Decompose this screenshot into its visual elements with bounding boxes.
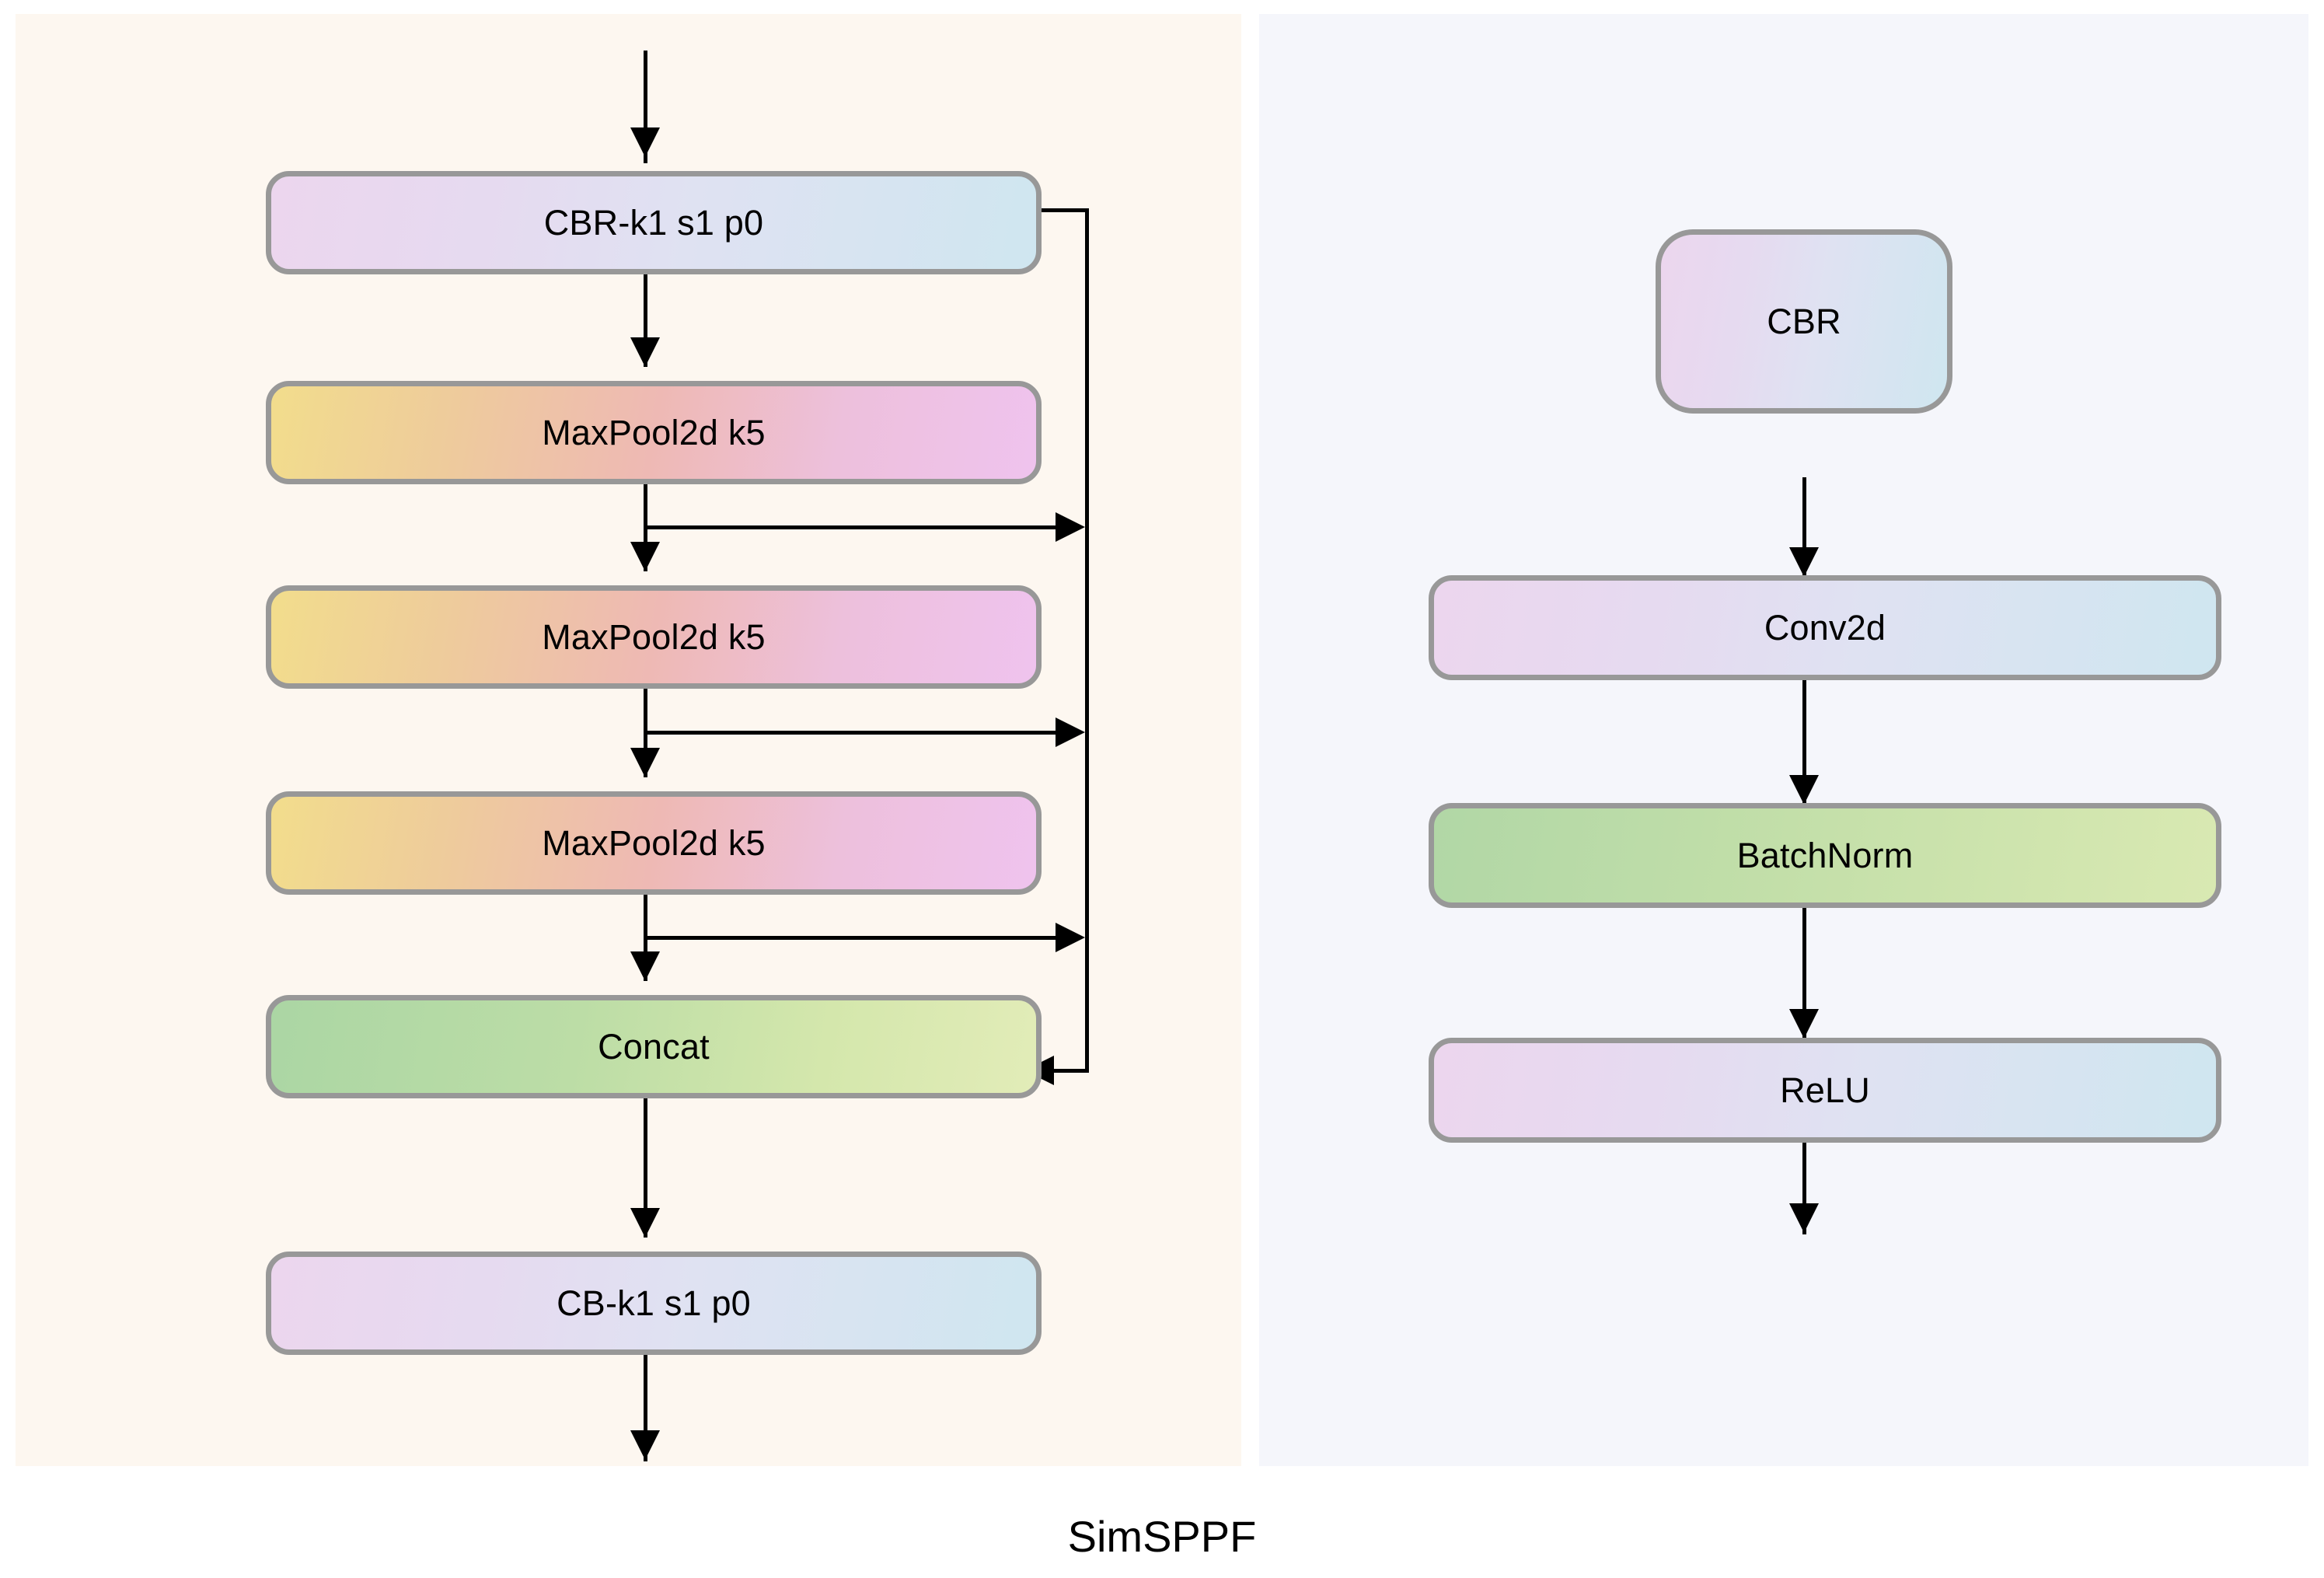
node-maxpool2d-1[interactable]: MaxPool2d k5 [266, 381, 1042, 484]
arrowhead-maxpool1-to-bus [1056, 512, 1085, 542]
figure-caption: SimSPPF [1067, 1512, 1257, 1561]
arrowhead-maxpool3-to-concat [630, 951, 660, 981]
node-relu-label: ReLU [1780, 1070, 1870, 1110]
arrowhead-input-to-cbr-k1 [630, 127, 660, 157]
simsppf-panel: CBR-k1 s1 p0 MaxPool2d k5 MaxPool2d k5 M… [16, 14, 1241, 1466]
node-cbr-label: CBR [1767, 302, 1841, 341]
edge-maxpool2-to-bus [644, 731, 1056, 735]
arrowhead-cbr-to-conv2d [1789, 547, 1819, 577]
edge-conv2d-to-batchnorm [1802, 680, 1806, 805]
edge-cbr-to-conv2d [1802, 477, 1806, 577]
edge-batchnorm-to-relu [1802, 908, 1806, 1039]
node-cb-k1[interactable]: CB-k1 s1 p0 [266, 1252, 1042, 1355]
node-conv2d[interactable]: Conv2d [1429, 575, 2221, 680]
edge-maxpool1-to-maxpool2 [644, 470, 647, 571]
edge-relu-to-output [1802, 1143, 1806, 1234]
arrowhead-maxpool2-to-maxpool3 [630, 748, 660, 777]
node-maxpool2d-3-label: MaxPool2d k5 [542, 823, 766, 863]
cbr-detail-panel: CBR Conv2d BatchNorm ReLU [1259, 14, 2308, 1466]
node-cb-k1-label: CB-k1 s1 p0 [557, 1283, 751, 1323]
node-batchnorm-label: BatchNorm [1736, 836, 1914, 875]
node-batchnorm[interactable]: BatchNorm [1429, 803, 2221, 908]
arrowhead-cb-k1-to-output [630, 1430, 660, 1460]
skip-bus-trunk [1085, 208, 1089, 1071]
node-maxpool2d-2-label: MaxPool2d k5 [542, 617, 766, 657]
node-concat[interactable]: Concat [266, 995, 1042, 1098]
node-maxpool2d-3[interactable]: MaxPool2d k5 [266, 791, 1042, 895]
edge-concat-to-cb-k1 [644, 1084, 647, 1238]
edge-maxpool1-to-bus [644, 525, 1056, 529]
edge-cbr-to-maxpool1 [644, 260, 647, 367]
node-cbr-k1[interactable]: CBR-k1 s1 p0 [266, 171, 1042, 274]
arrowhead-conv2d-to-batchnorm [1789, 775, 1819, 805]
edge-cbr-to-bus [1024, 208, 1089, 212]
edge-input-to-cbr-k1 [644, 51, 647, 163]
node-maxpool2d-1-label: MaxPool2d k5 [542, 413, 766, 452]
edge-maxpool3-to-concat [644, 880, 647, 981]
arrowhead-maxpool3-to-bus [1056, 923, 1085, 952]
node-maxpool2d-2[interactable]: MaxPool2d k5 [266, 585, 1042, 689]
arrowhead-concat-to-cb-k1 [630, 1208, 660, 1238]
arrowhead-maxpool2-to-bus [1056, 717, 1085, 747]
arrowhead-batchnorm-to-relu [1789, 1009, 1819, 1039]
node-relu[interactable]: ReLU [1429, 1038, 2221, 1143]
arrowhead-relu-to-output [1789, 1203, 1819, 1233]
edge-maxpool3-to-bus [644, 936, 1056, 940]
node-concat-label: Concat [598, 1027, 710, 1067]
edge-bus-to-concat [1054, 1069, 1089, 1073]
node-conv2d-label: Conv2d [1764, 608, 1886, 648]
edge-maxpool2-to-maxpool3 [644, 675, 647, 777]
arrowhead-maxpool1-to-maxpool2 [630, 542, 660, 571]
arrowhead-cbr-to-maxpool1 [630, 337, 660, 367]
node-cbr-k1-label: CBR-k1 s1 p0 [543, 203, 764, 243]
node-cbr[interactable]: CBR [1656, 229, 1952, 414]
edge-cb-k1-to-output [644, 1341, 647, 1461]
